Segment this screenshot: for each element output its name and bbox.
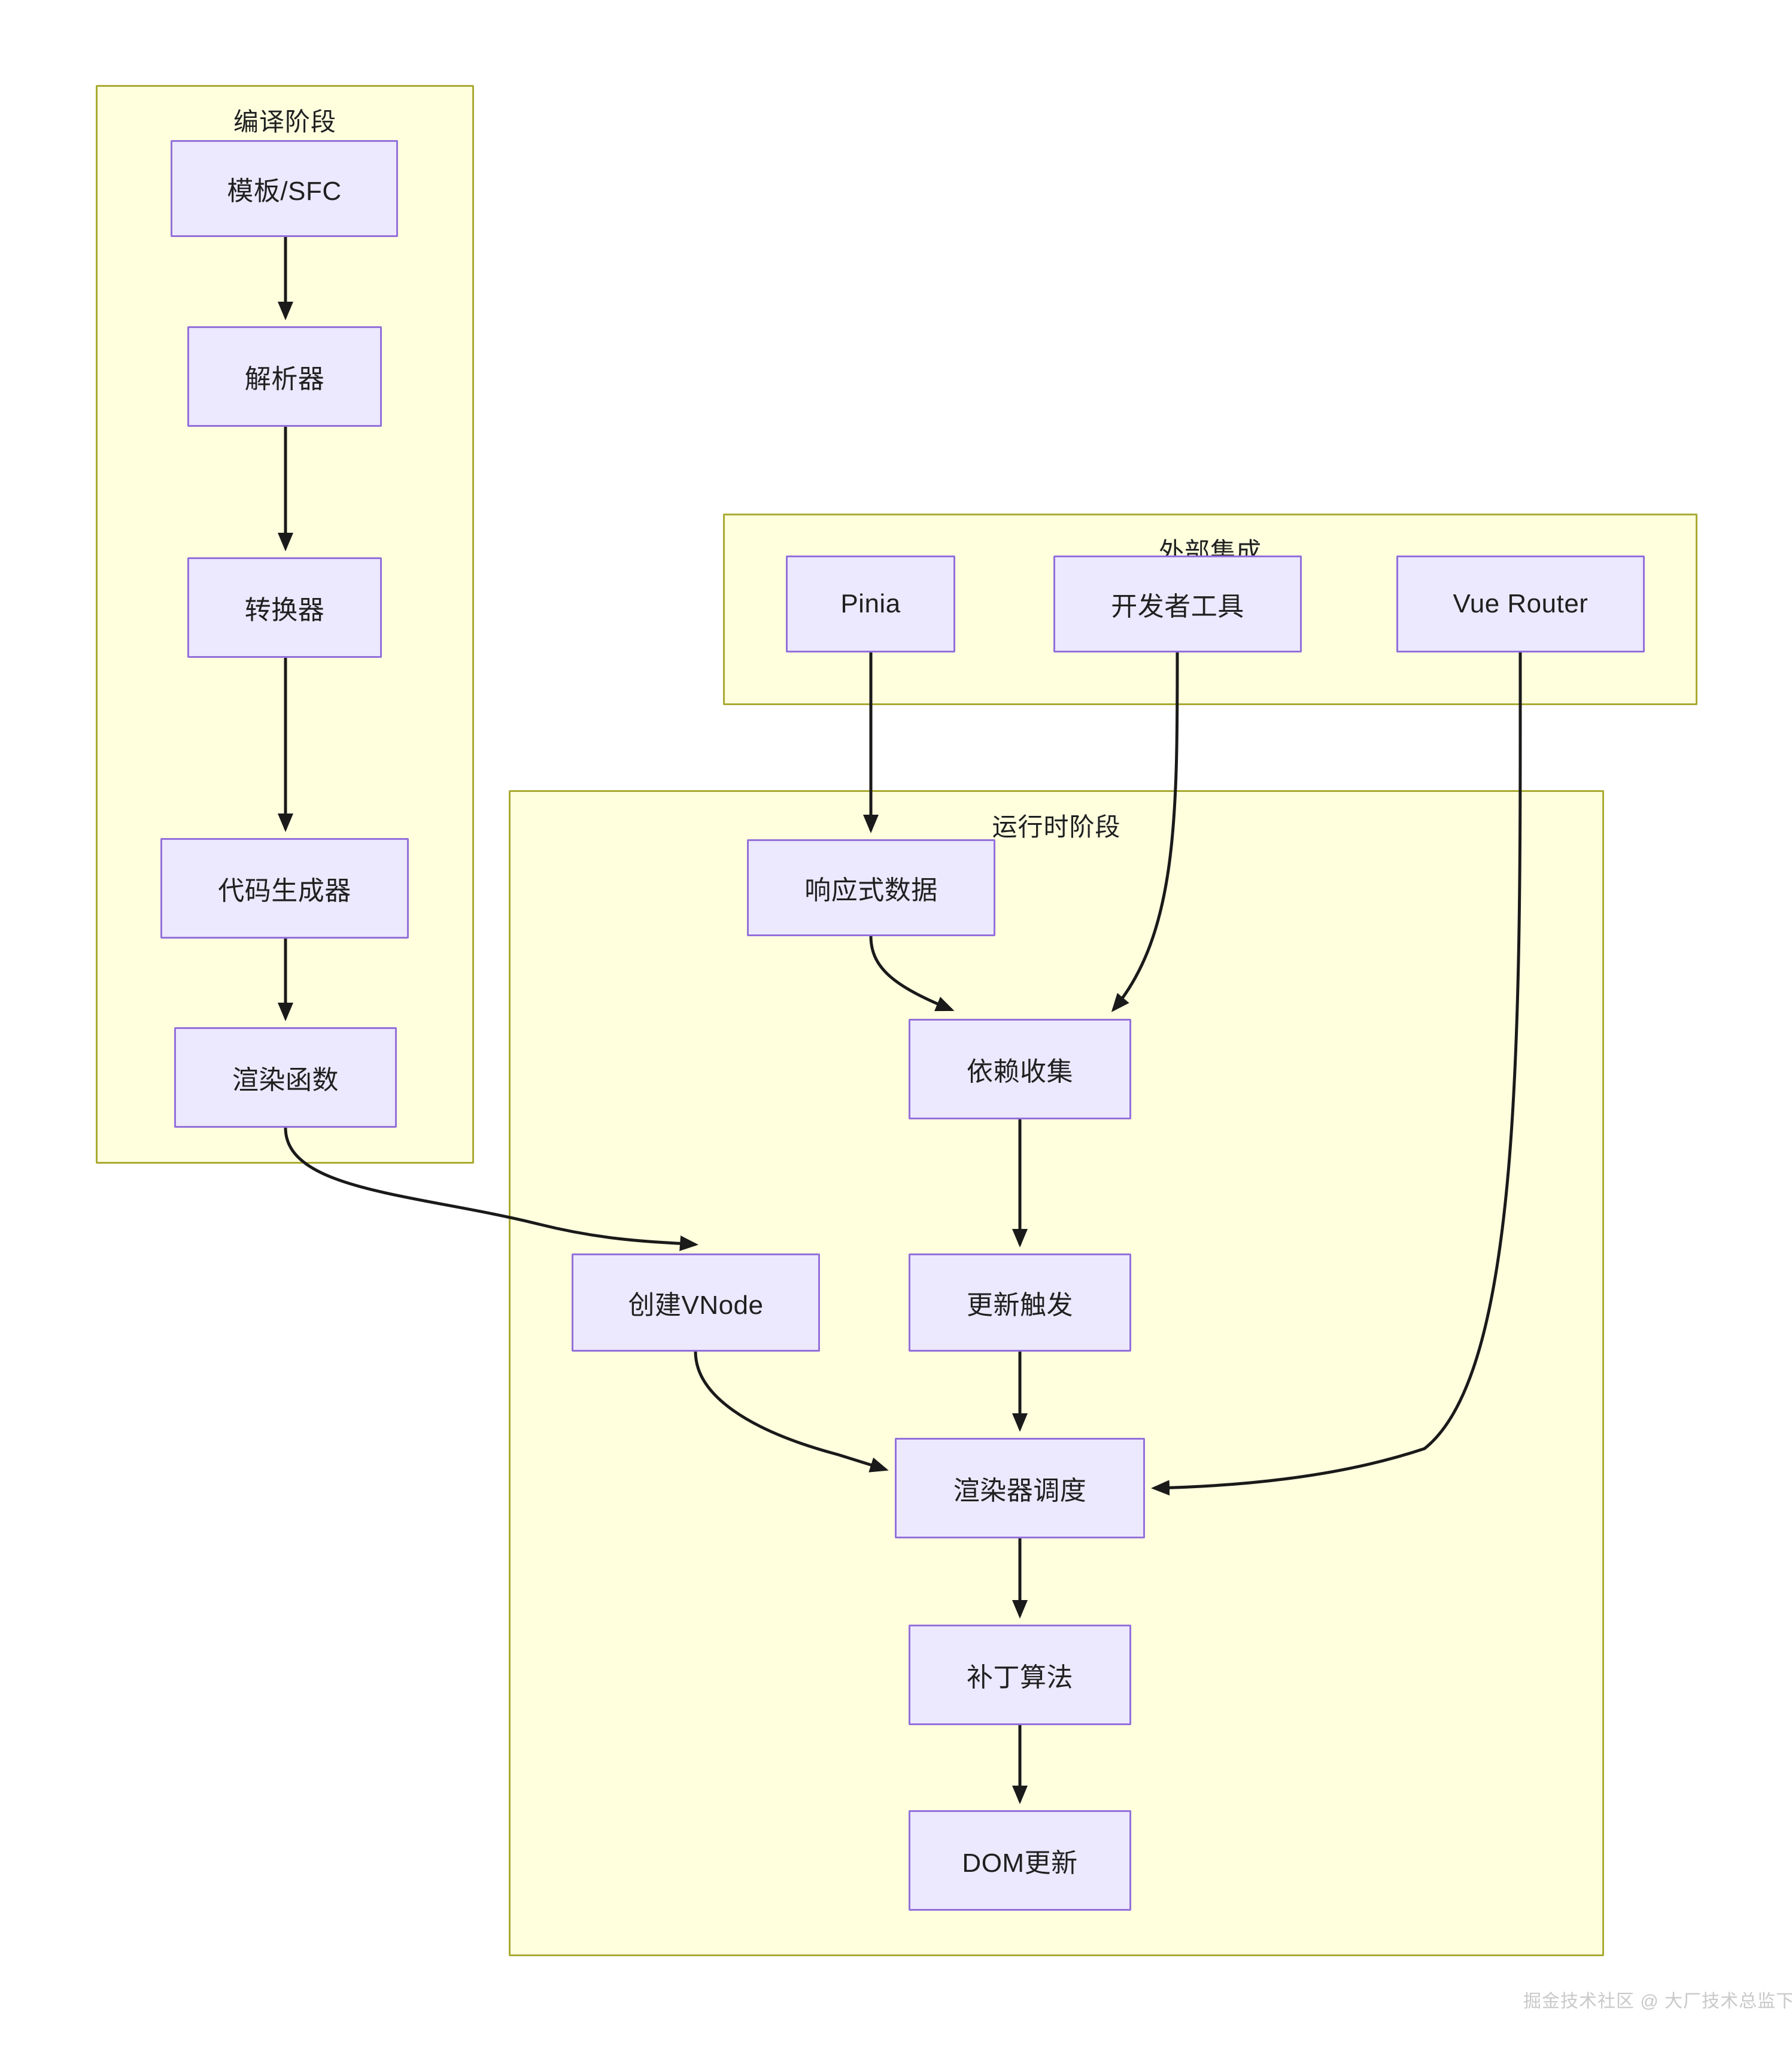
node-patch-algorithm[interactable]: 补丁算法 xyxy=(909,1625,1131,1725)
node-pinia[interactable]: Pinia xyxy=(786,556,955,652)
node-reactive-data[interactable]: 响应式数据 xyxy=(747,839,995,936)
node-devtools[interactable]: 开发者工具 xyxy=(1053,556,1302,652)
node-renderer-scheduler[interactable]: 渲染器调度 xyxy=(895,1438,1145,1538)
subgraph-runtime-stage xyxy=(509,790,1604,1956)
node-parser[interactable]: 解析器 xyxy=(187,326,382,427)
node-transformer[interactable]: 转换器 xyxy=(187,557,382,658)
node-create-vnode[interactable]: 创建VNode xyxy=(572,1253,820,1352)
watermark: 掘金技术社区 @ 大厂技术总监下海 xyxy=(1523,1992,1792,2011)
node-vue-router[interactable]: Vue Router xyxy=(1396,556,1645,652)
node-render-function[interactable]: 渲染函数 xyxy=(174,1027,397,1128)
subgraph-runtime-stage-title: 运行时阶段 xyxy=(992,813,1121,841)
node-code-generator[interactable]: 代码生成器 xyxy=(160,838,409,939)
node-template-sfc[interactable]: 模板/SFC xyxy=(171,140,398,237)
node-dependency-collect[interactable]: 依赖收集 xyxy=(909,1019,1131,1119)
node-dom-update[interactable]: DOM更新 xyxy=(909,1810,1131,1911)
subgraph-compile-stage-title: 编译阶段 xyxy=(233,108,336,136)
node-update-trigger[interactable]: 更新触发 xyxy=(909,1253,1131,1352)
